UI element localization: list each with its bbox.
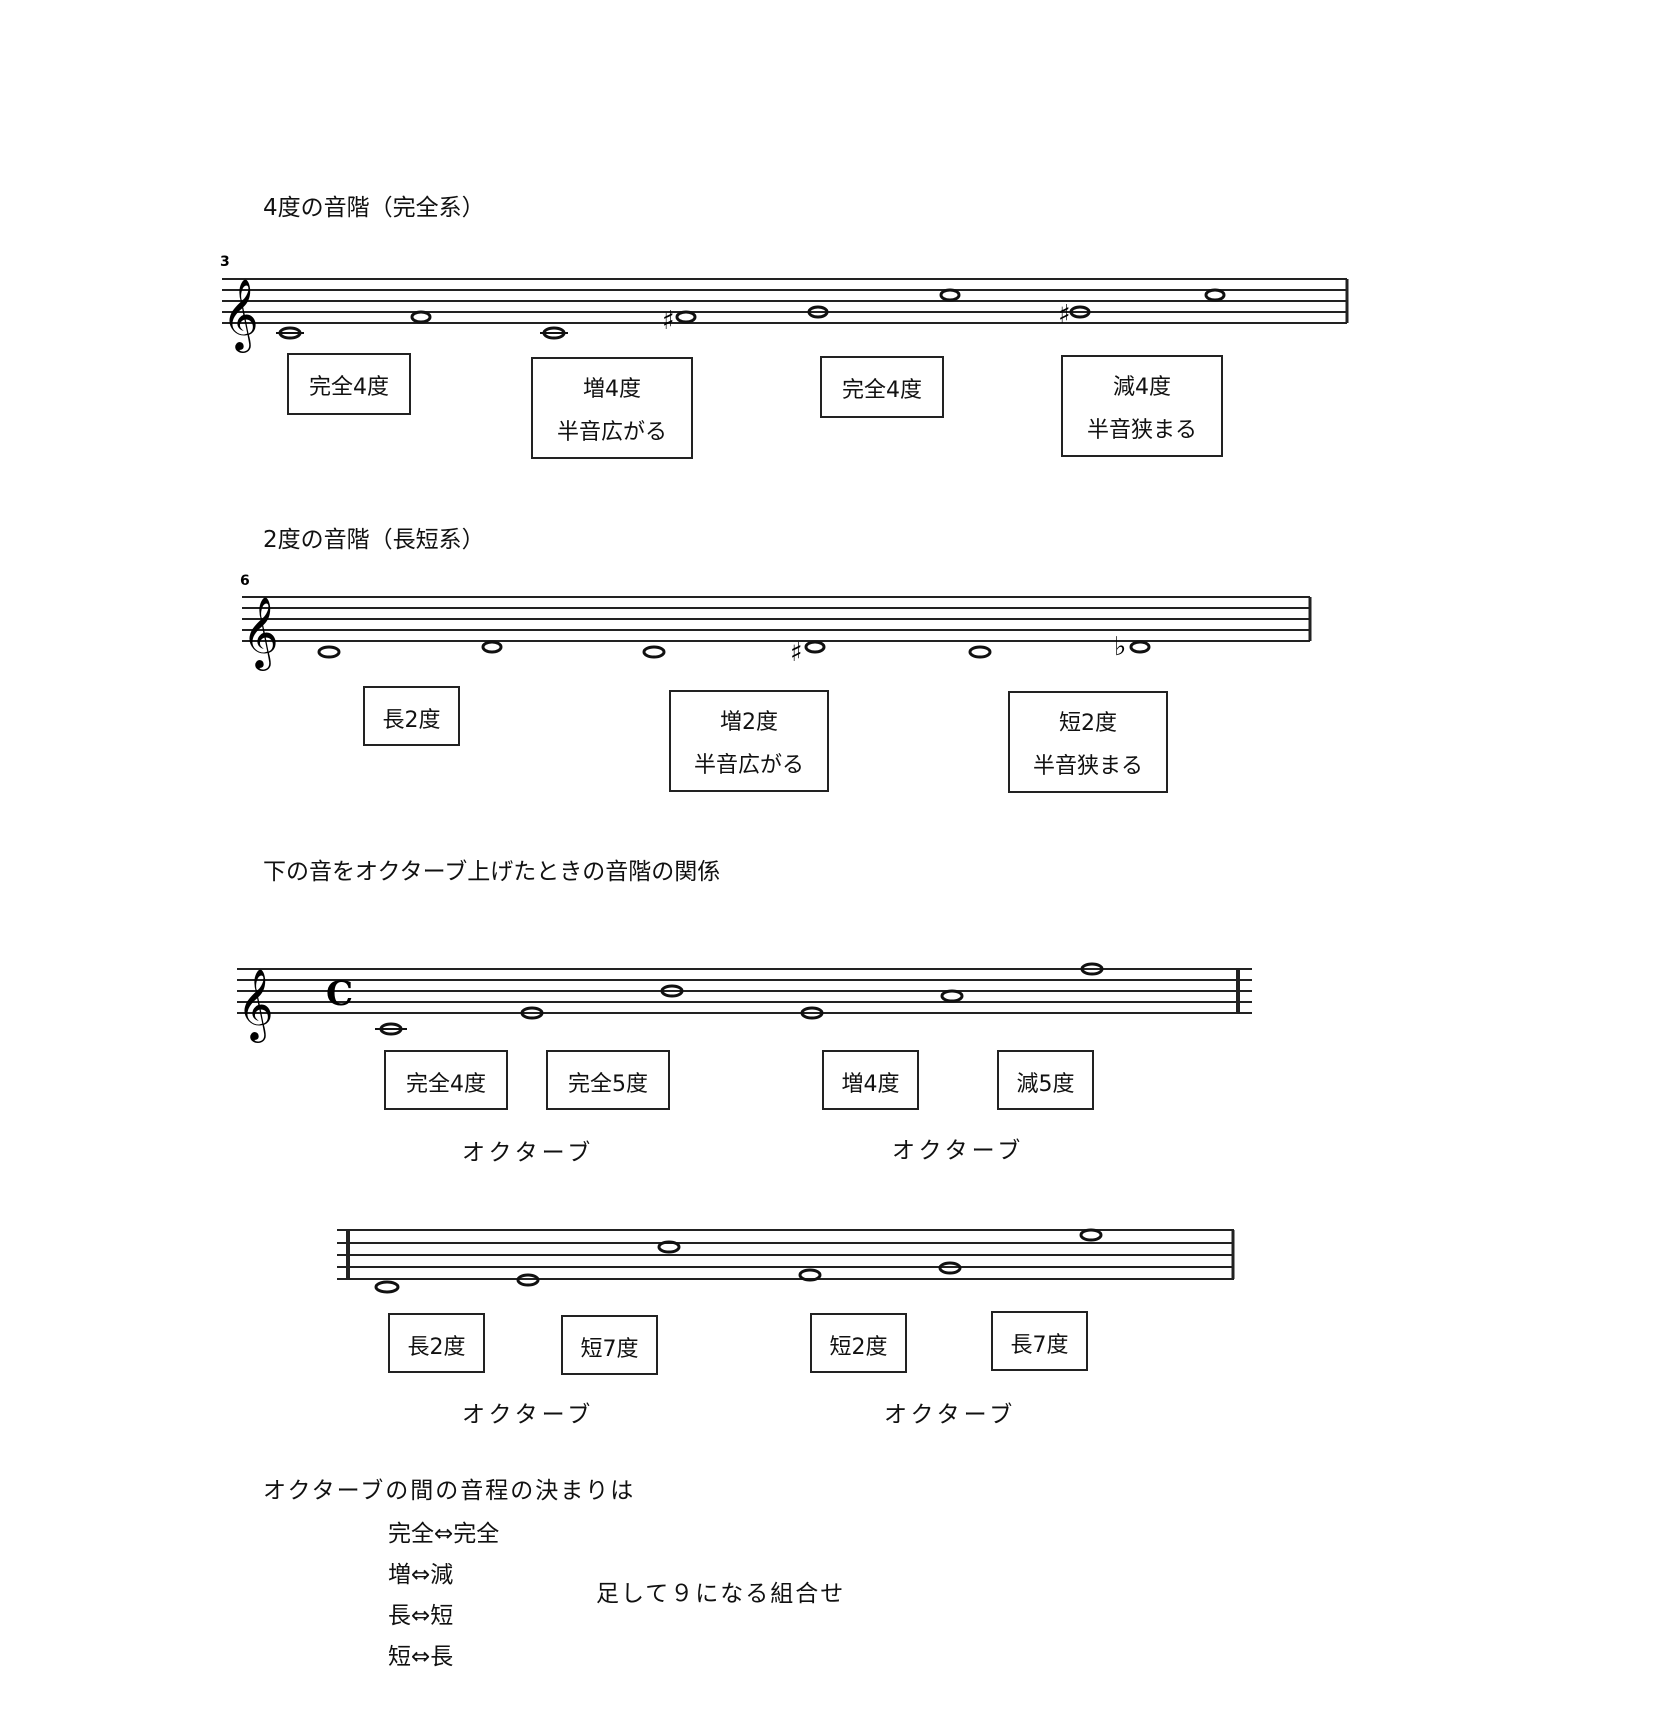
interval-box: 短2度 半音狭まる	[1008, 691, 1168, 793]
note-1	[374, 1280, 400, 1294]
note-7	[1069, 305, 1091, 319]
note-4	[798, 1268, 822, 1282]
note-3	[660, 984, 684, 998]
interval-box: 完全4度	[820, 356, 944, 418]
interval-box: 短2度	[810, 1313, 907, 1373]
note-6	[1079, 1228, 1103, 1242]
interval-box: 長2度	[388, 1313, 485, 1373]
interval-box: 短7度	[561, 1315, 658, 1375]
interval-label: 短2度	[1059, 711, 1117, 736]
interval-box: 長7度	[991, 1311, 1088, 1371]
interval-note: 半音狭まる	[1086, 418, 1197, 443]
rule-pair: 長⇔短	[388, 1603, 454, 1629]
note-1	[317, 645, 341, 659]
note-2	[516, 1273, 540, 1287]
interval-box: 減5度	[997, 1050, 1094, 1110]
note-2	[410, 310, 432, 324]
interval-label: 短2度	[829, 1335, 888, 1360]
treble-clef-icon: 𝄞	[237, 967, 274, 1043]
flat-icon: ♭	[1114, 632, 1126, 662]
section1-heading: 4度の音階（完全系）	[263, 195, 485, 221]
interval-label: 完全4度	[842, 378, 922, 403]
note-5	[807, 305, 829, 319]
octave-label: オクターブ	[462, 1140, 595, 1166]
interval-label: 減5度	[1016, 1072, 1075, 1097]
interval-label: 減4度	[1113, 375, 1171, 400]
common-time-icon: C	[326, 974, 353, 1014]
interval-box: 長2度	[363, 686, 460, 746]
note-3	[540, 326, 568, 340]
note-2	[481, 640, 503, 654]
note-4	[800, 1006, 824, 1020]
interval-box: 増4度 半音広がる	[531, 357, 693, 459]
note-6	[939, 288, 961, 302]
note-4	[804, 640, 826, 654]
interval-label: 増4度	[583, 377, 641, 402]
rules-heading: オクターブの間の音程の決まりは	[263, 1478, 636, 1504]
octave-label: オクターブ	[892, 1138, 1025, 1164]
octave-label: オクターブ	[884, 1402, 1017, 1428]
octave-label: オクターブ	[462, 1402, 595, 1428]
interval-label: 長2度	[407, 1335, 466, 1360]
measure-number: 6	[240, 573, 250, 589]
rule-pair: 短⇔長	[388, 1644, 454, 1670]
note-5	[968, 645, 992, 659]
note-1	[276, 326, 304, 340]
note-2	[520, 1006, 544, 1020]
sharp-icon: ♯	[662, 306, 675, 336]
interval-box: 完全4度	[287, 353, 411, 415]
interval-label: 完全5度	[568, 1072, 648, 1097]
treble-clef-icon: 𝄞	[242, 595, 279, 671]
note-1	[375, 1022, 407, 1036]
measure-number: 3	[220, 254, 230, 270]
interval-label: 長2度	[382, 708, 441, 733]
treble-clef-icon: 𝄞	[222, 277, 259, 353]
interval-box: 増2度 半音広がる	[669, 690, 829, 792]
section2-heading: 2度の音階（長短系）	[263, 527, 485, 553]
interval-box: 減4度 半音狭まる	[1061, 355, 1223, 457]
interval-note: 半音広がる	[556, 420, 667, 445]
interval-label: 完全4度	[309, 375, 389, 400]
interval-box: 完全5度	[546, 1050, 670, 1110]
interval-label: 増4度	[841, 1072, 900, 1097]
rule-pair: 完全⇔完全	[388, 1521, 500, 1547]
note-3	[657, 1240, 681, 1254]
note-6	[1080, 962, 1104, 976]
sharp-icon: ♯	[790, 638, 803, 668]
note-4	[675, 310, 697, 324]
note-5	[940, 989, 964, 1003]
sharp-icon: ♯	[1058, 300, 1071, 330]
interval-box: 増4度	[822, 1050, 919, 1110]
interval-label: 短7度	[580, 1337, 639, 1362]
interval-box: 完全4度	[384, 1050, 508, 1110]
note-6	[1129, 640, 1151, 654]
interval-label: 完全4度	[406, 1072, 486, 1097]
interval-note: 半音広がる	[693, 753, 804, 778]
section3-heading: 下の音をオクターブ上げたときの音階の関係	[263, 859, 721, 885]
rule-pair: 増⇔減	[388, 1562, 454, 1588]
interval-label: 増2度	[720, 710, 778, 735]
note-8	[1204, 288, 1226, 302]
note-5	[938, 1261, 962, 1275]
rules-note: 足して９になる組合せ	[596, 1581, 846, 1607]
interval-label: 長7度	[1010, 1333, 1069, 1358]
note-3	[642, 645, 666, 659]
interval-note: 半音狭まる	[1032, 754, 1143, 779]
